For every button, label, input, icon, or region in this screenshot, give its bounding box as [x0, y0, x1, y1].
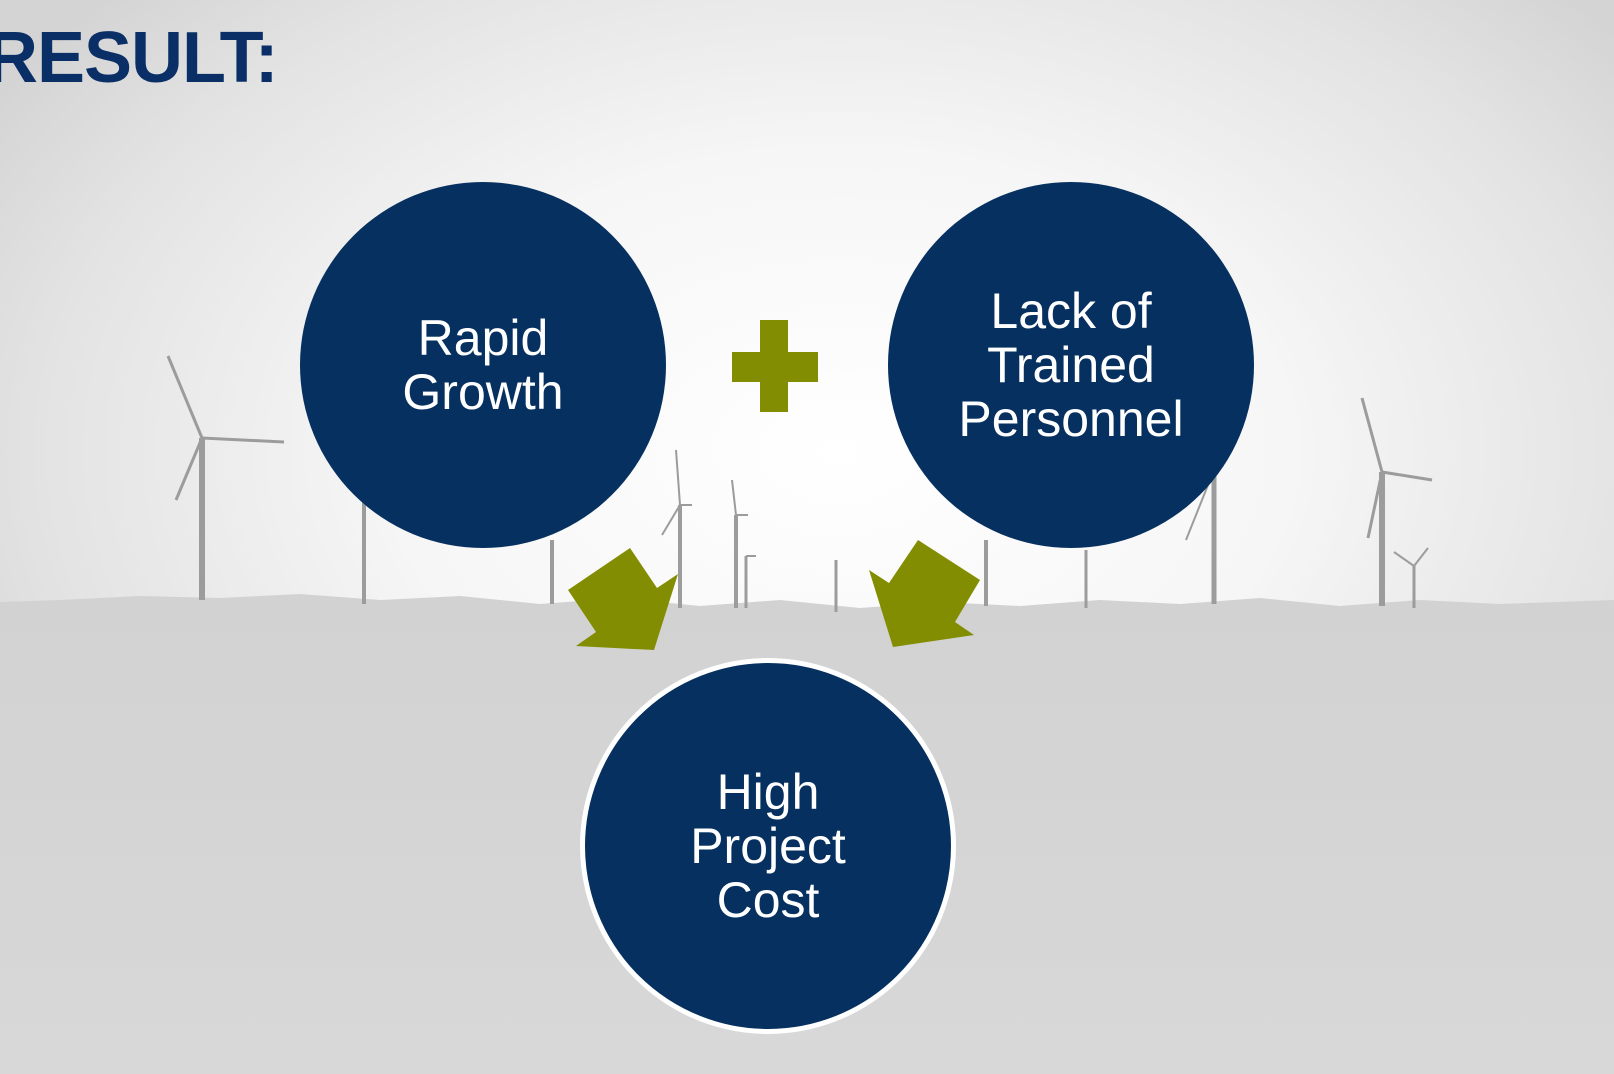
- wind-turbines: [166, 355, 1433, 612]
- lack-of-trained-personnel-node: Lack of Trained Personnel: [888, 182, 1254, 548]
- high-project-cost-node: High Project Cost: [580, 658, 956, 1034]
- high-project-cost-label: High Project Cost: [690, 764, 846, 928]
- lack-of-trained-personnel-label: Lack of Trained Personnel: [958, 283, 1184, 447]
- slide-title: RESULT:: [0, 18, 279, 98]
- rapid-growth-node: Rapid Growth: [300, 182, 666, 548]
- rapid-growth-label: Rapid Growth: [402, 310, 564, 420]
